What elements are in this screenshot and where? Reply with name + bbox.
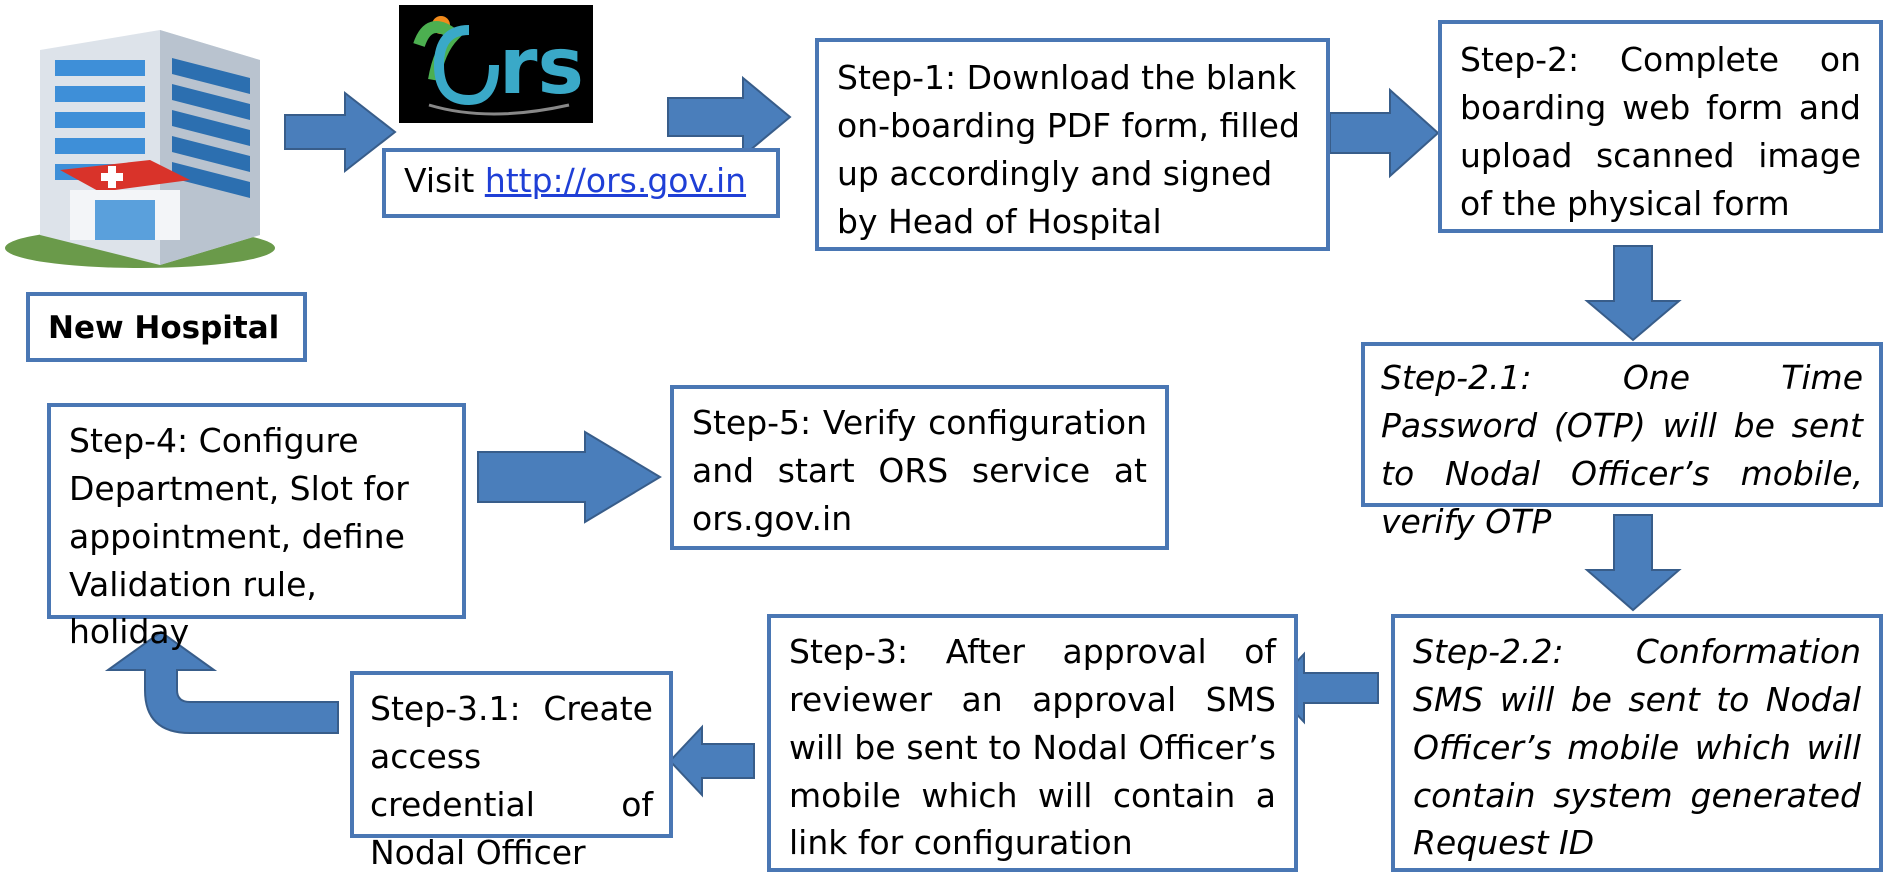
step-4-box: Step-4: Configure Department, Slot for a… bbox=[47, 403, 466, 651]
ors-logo: rs bbox=[399, 5, 593, 123]
step-4-text: Step-4: Configure Department, Slot for a… bbox=[69, 421, 409, 652]
step-2-2-text: Step-2.2: Conformation SMS will be sent … bbox=[1413, 632, 1861, 863]
arrow-right-icon bbox=[284, 90, 397, 174]
step-3-1-text: Step-3.1: Create access credential of No… bbox=[370, 689, 653, 872]
visit-box: Visit http://ors.gov.in bbox=[382, 148, 780, 218]
step-1-box: Step-1: Download the blank on-boarding P… bbox=[815, 38, 1330, 251]
step-2-2-box: Step-2.2: Conformation SMS will be sent … bbox=[1391, 614, 1883, 872]
ors-link[interactable]: http://ors.gov.in bbox=[484, 161, 747, 200]
arrow-down-icon bbox=[1584, 514, 1682, 612]
arrow-left-icon bbox=[668, 724, 755, 798]
arrow-right-icon bbox=[1329, 87, 1440, 179]
hospital-building-icon bbox=[5, 30, 275, 268]
logo-text: rs bbox=[499, 22, 584, 112]
visit-prefix: Visit bbox=[404, 161, 485, 200]
new-hospital-text: New Hospital bbox=[48, 310, 280, 346]
step-2-1-text: Step-2.1: One Time Password (OTP) will b… bbox=[1381, 358, 1863, 541]
step-2-text: Step-2: Complete on boarding web form an… bbox=[1460, 40, 1861, 223]
step-3-1-box: Step-3.1: Create access credential of No… bbox=[350, 671, 673, 872]
arrow-right-icon bbox=[477, 430, 662, 524]
step-1-text: Step-1: Download the blank on-boarding P… bbox=[837, 58, 1300, 241]
step-5-text: Step-5: Verify configuration and start O… bbox=[692, 403, 1147, 538]
step-5-box: Step-5: Verify configuration and start O… bbox=[670, 385, 1169, 550]
arrow-down-icon bbox=[1584, 245, 1682, 342]
arrow-curved-up-icon bbox=[104, 630, 339, 734]
new-hospital-label: New Hospital bbox=[26, 292, 307, 362]
step-3-text: Step-3: After approval of reviewer an ap… bbox=[789, 632, 1276, 863]
step-3-box: Step-3: After approval of reviewer an ap… bbox=[767, 614, 1298, 872]
arrow-right-icon bbox=[667, 75, 792, 159]
step-2-box: Step-2: Complete on boarding web form an… bbox=[1438, 20, 1883, 233]
step-2-1-box: Step-2.1: One Time Password (OTP) will b… bbox=[1361, 342, 1883, 541]
